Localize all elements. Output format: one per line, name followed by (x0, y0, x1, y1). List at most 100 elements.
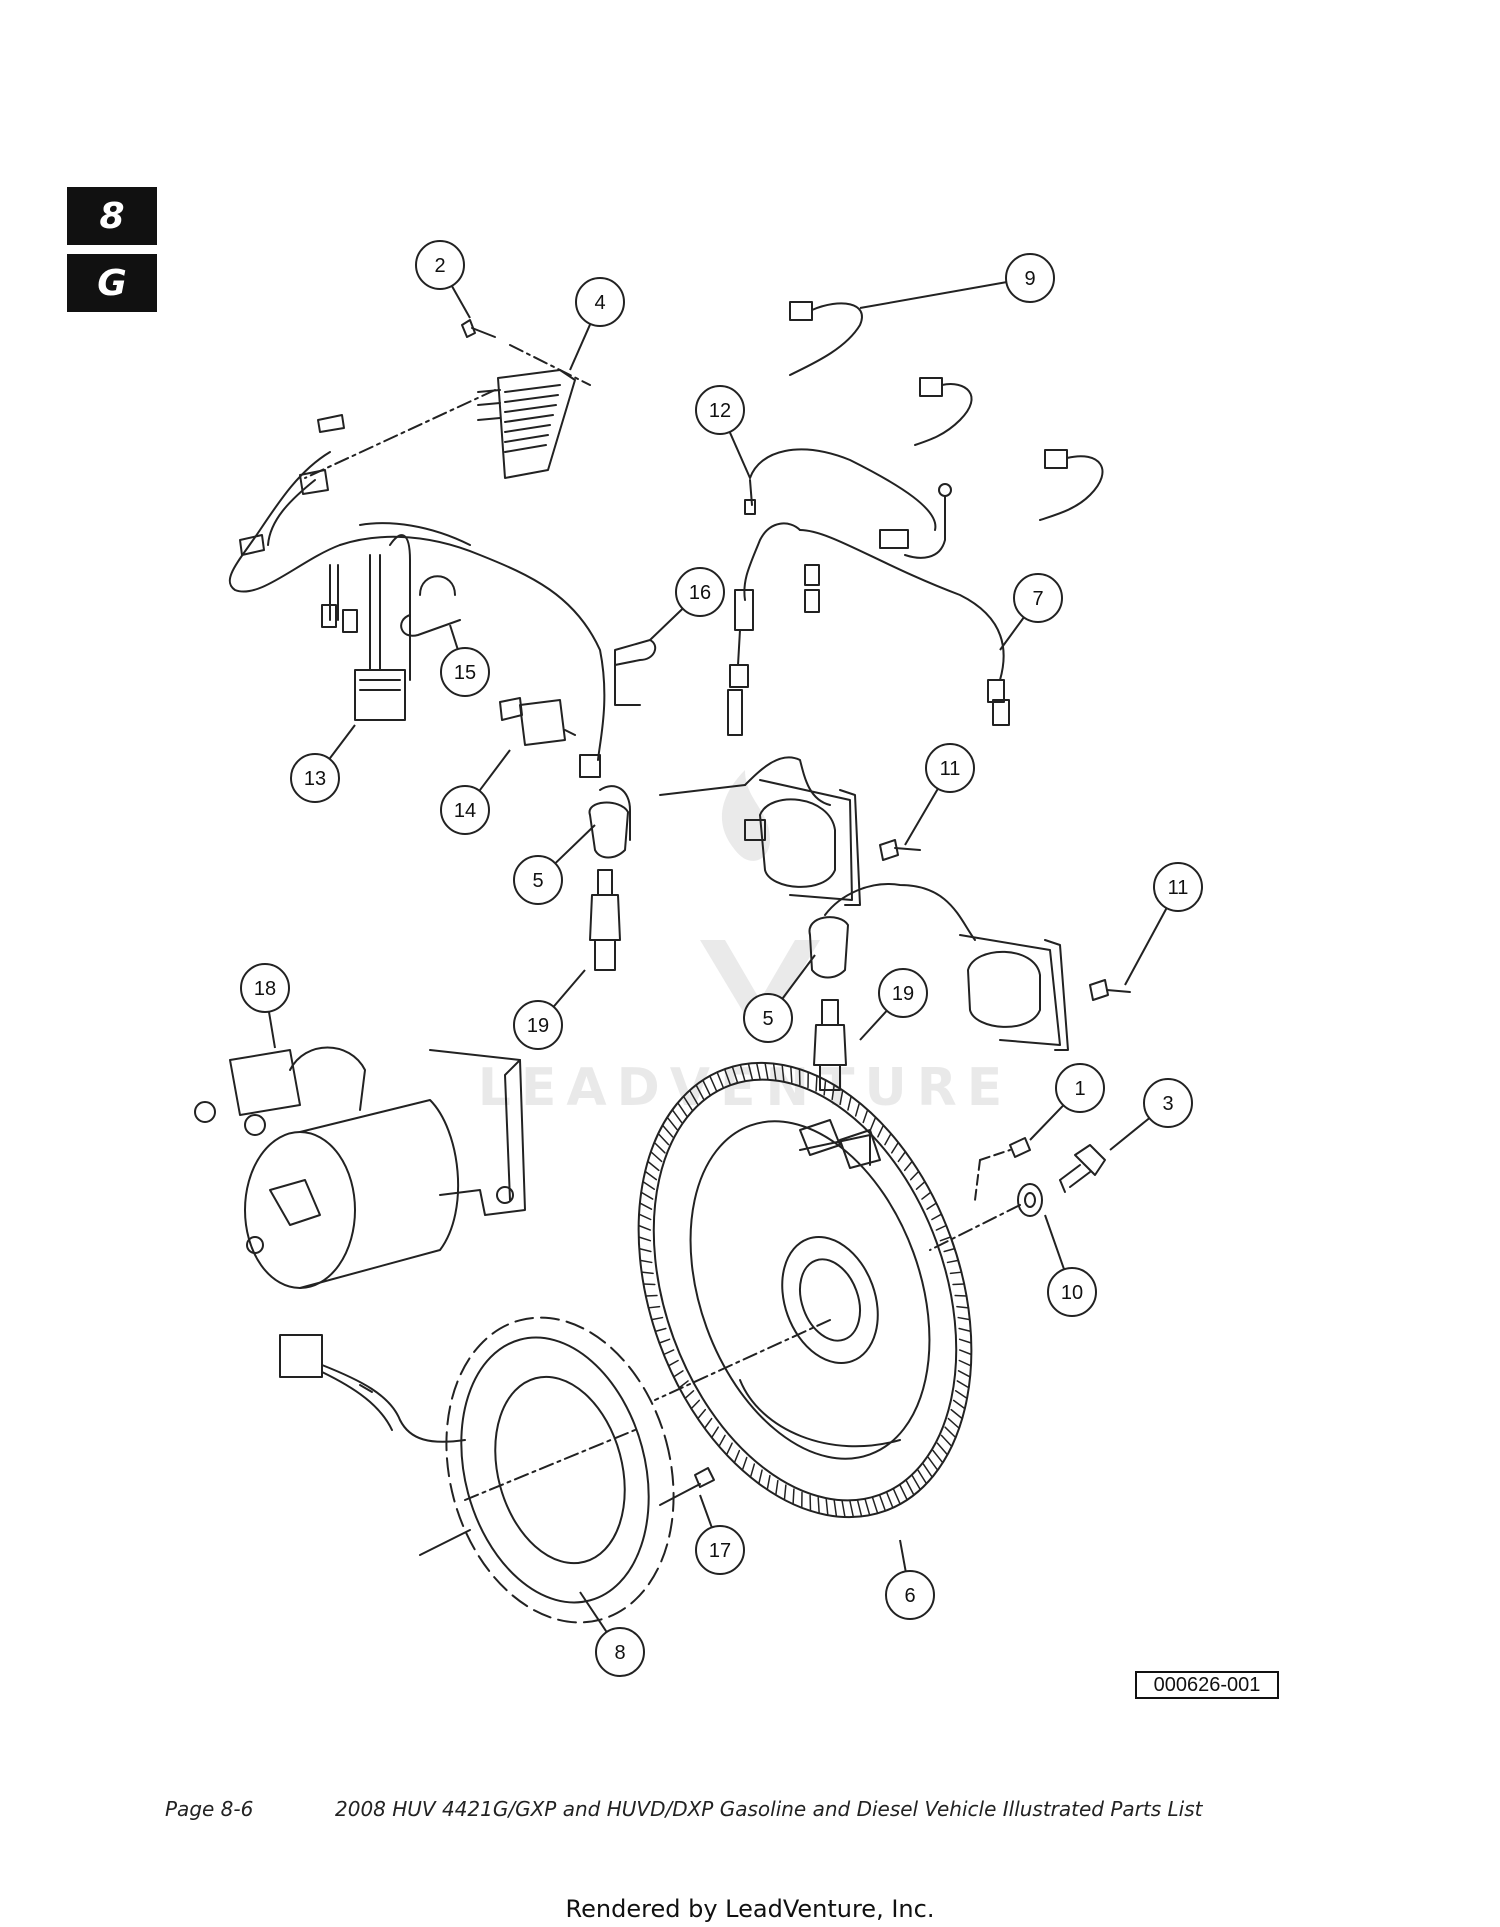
flywheel-tooth (731, 1065, 739, 1084)
wiring-harness-part (228, 414, 606, 778)
leader-line (1044, 1214, 1066, 1270)
callout-18: 3 (1109, 1078, 1193, 1151)
flywheel-tooth (764, 1062, 769, 1080)
flywheel-tooth (911, 1474, 922, 1491)
flywheel-tooth (944, 1426, 957, 1439)
callout-number: 11 (1168, 877, 1189, 899)
flywheel-tooth (783, 1484, 787, 1501)
flywheel-tooth (723, 1068, 732, 1086)
ignition-coil-part (588, 756, 921, 906)
flywheel-tooth (661, 1124, 674, 1138)
callout-circle (925, 743, 975, 793)
flywheel-tooth (741, 1456, 748, 1471)
flywheel-tooth (817, 1496, 820, 1515)
flywheel-tooth (841, 1500, 846, 1518)
flywheel-tooth (947, 1417, 960, 1430)
leader-line (569, 323, 592, 371)
leader-line (699, 1494, 713, 1528)
flywheel-tooth (917, 1469, 928, 1485)
flywheel-tooth (935, 1224, 947, 1231)
callout-9: 14 (440, 749, 511, 835)
starter-motor-part (194, 1046, 526, 1289)
spark-plug-part (813, 999, 847, 1091)
callout-number: 17 (709, 1540, 731, 1562)
flywheel-tooth (833, 1499, 838, 1518)
flywheel-tooth (839, 1089, 844, 1106)
flywheel-tooth (682, 1095, 693, 1111)
callout-5: 16 (649, 567, 725, 641)
callout-number: 19 (527, 1015, 549, 1037)
leader-line (899, 1539, 907, 1572)
flywheel-tooth (650, 1316, 664, 1321)
leader-line (781, 954, 816, 1000)
spark-plug-part (589, 869, 621, 971)
flywheel-tooth (792, 1488, 795, 1505)
flywheel-tooth (733, 1449, 741, 1464)
callout-10: 11 (904, 743, 975, 846)
flywheel-tooth (637, 1236, 652, 1242)
flywheel-tooth (663, 1349, 675, 1356)
callout-number: 13 (304, 768, 326, 790)
callout-20: 17 (695, 1494, 745, 1575)
callout-14: 19 (513, 969, 586, 1050)
flywheel-tooth (905, 1479, 915, 1496)
callout-22: 8 (579, 1591, 645, 1677)
flywheel-tooth (749, 1463, 756, 1478)
flywheel-tooth (650, 1150, 663, 1163)
wire-clamp-part (400, 575, 461, 637)
flywheel-tooth (688, 1089, 699, 1106)
callout-circle (415, 240, 465, 290)
flywheel-tooth (654, 1327, 667, 1333)
flywheel-tooth (790, 1065, 793, 1084)
callout-circle (440, 785, 490, 835)
callout-21: 6 (885, 1539, 935, 1620)
flywheel-tooth (638, 1213, 652, 1221)
flywheel-tooth (640, 1191, 654, 1200)
oil-pressure-switch-part (499, 697, 576, 746)
callout-12: 11 (1124, 862, 1203, 986)
flywheel-tooth (638, 1247, 652, 1253)
leader-line (1109, 1117, 1150, 1151)
leader-line (449, 624, 459, 650)
callout-circle (695, 385, 745, 435)
flywheel-tooth (639, 1202, 653, 1210)
leader-line (478, 749, 511, 792)
flywheel-tooth (884, 1132, 892, 1146)
flywheel-tooth (932, 1449, 944, 1464)
flywheel-tooth (690, 1399, 701, 1410)
callout-circle (885, 1570, 935, 1620)
flywheel-tooth (639, 1259, 653, 1264)
callout-4: 12 (695, 385, 751, 479)
flywheel-tooth (921, 1191, 932, 1200)
callout-circle (1047, 1267, 1097, 1317)
callout-number: 9 (1024, 268, 1035, 290)
callout-circle (743, 993, 793, 1043)
flywheel-key-part (1009, 1137, 1031, 1158)
callout-number: 2 (434, 255, 445, 277)
flywheel-tooth (697, 1408, 707, 1420)
flywheel-tooth (954, 1390, 968, 1400)
flywheel-tooth (823, 1079, 827, 1096)
callout-8: 13 (290, 724, 356, 803)
flywheel-tooth (718, 1434, 726, 1448)
leader-line (1029, 1104, 1065, 1141)
flywheel-tooth (854, 1102, 861, 1117)
callout-circle (575, 277, 625, 327)
flywheel-tooth (864, 1498, 871, 1516)
callout-number: 16 (689, 582, 711, 604)
flywheel-tooth (958, 1338, 973, 1344)
flywheel-tooth (640, 1271, 654, 1275)
leader-line (859, 281, 1007, 309)
callout-circle (513, 855, 563, 905)
callout-number: 10 (1061, 1282, 1083, 1304)
ignition-harness-part (727, 448, 1010, 736)
watermark-logo: LEADVENTURE (478, 770, 1002, 1118)
callout-circle (695, 1525, 745, 1575)
callout-circle (240, 963, 290, 1013)
section-tab-number: 8 (67, 187, 157, 245)
callout-number: 12 (709, 400, 731, 422)
callout-number: 5 (532, 870, 543, 892)
flywheel-tooth (772, 1062, 777, 1081)
flywheel-tooth (950, 1408, 963, 1420)
